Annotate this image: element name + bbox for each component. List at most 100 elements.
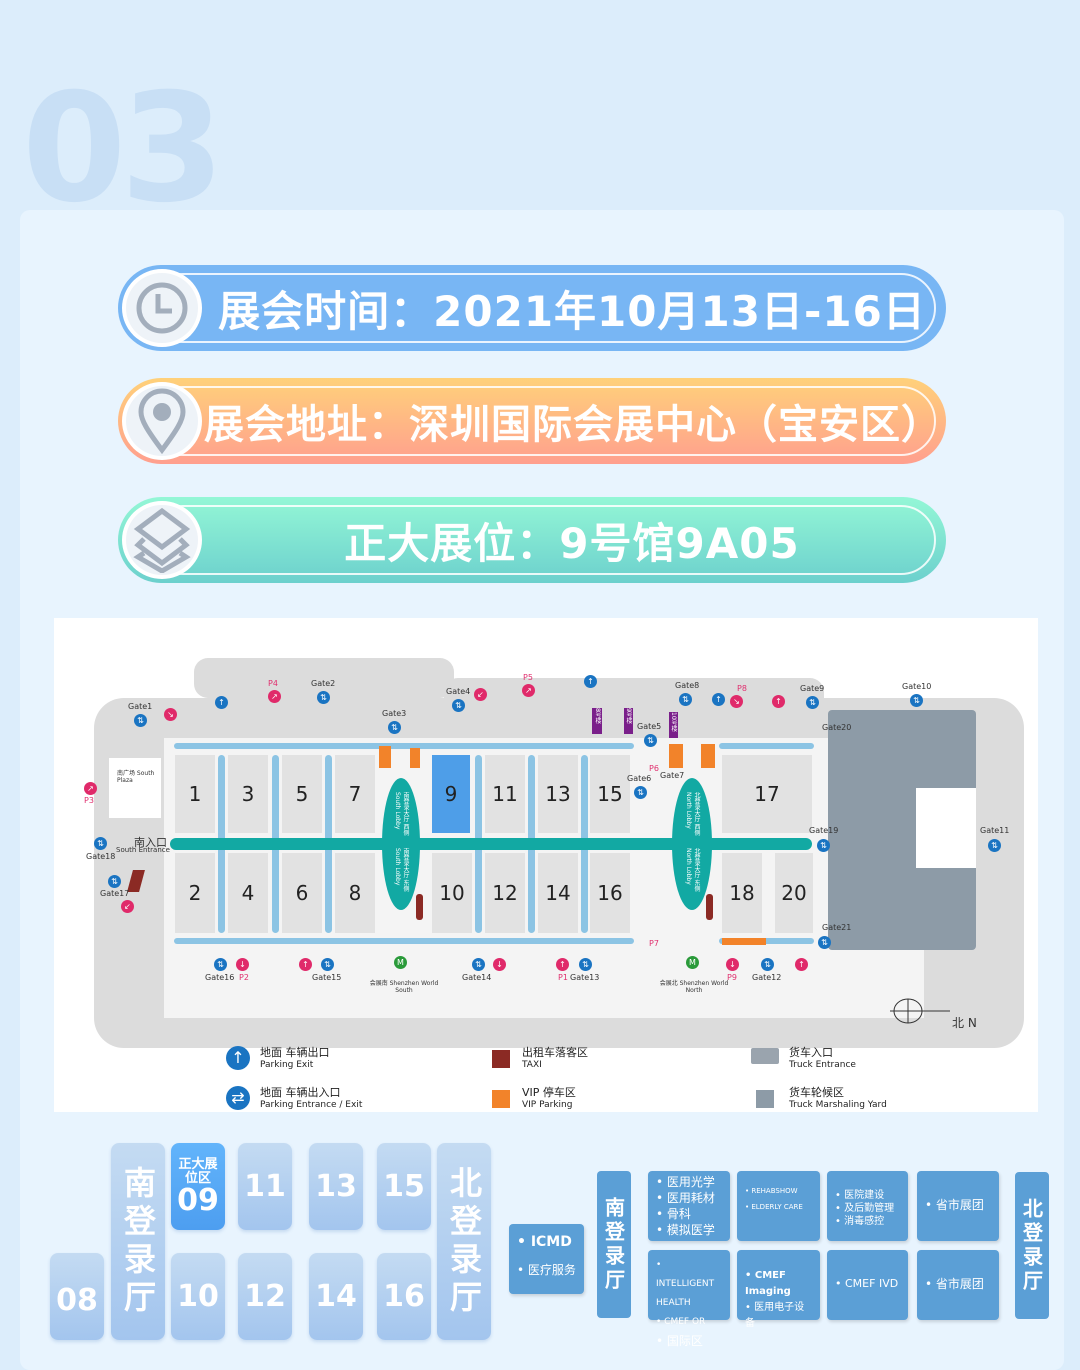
south-lobby-west-label: 南登录大厅 西侧 South Lobby	[394, 792, 409, 836]
hall-tile-14[interactable]: 14	[309, 1253, 363, 1340]
hall-number: 09	[177, 1182, 219, 1218]
hall-5[interactable]: 5	[282, 755, 322, 833]
hall-14[interactable]: 14	[538, 853, 578, 933]
hall-11[interactable]: 11	[485, 755, 525, 833]
parking-entrance-exit-icon: ⇅	[679, 693, 692, 706]
exhibition-time-banner: 展会时间：2021年10月13日-16日	[118, 265, 946, 351]
hall-1[interactable]: 1	[175, 755, 215, 833]
parking-entrance-exit-icon: ⇅	[817, 839, 830, 852]
parking-entrance-exit-icon: ⇅	[818, 936, 831, 949]
hall-17[interactable]: 17	[722, 755, 812, 833]
exhibition-address-banner: 展会地址：深圳国际会展中心（宝安区）	[118, 378, 946, 464]
north-lobby-tile[interactable]: 北登录厅	[437, 1143, 491, 1340]
parking-p-icon: ↓	[236, 958, 249, 971]
hall-12[interactable]: 12	[485, 853, 525, 933]
zone-provincial-2[interactable]: 省市展团	[917, 1250, 999, 1320]
hall-tile-08[interactable]: 08	[50, 1253, 104, 1340]
gate-label: Gate17	[100, 889, 130, 898]
hall-16[interactable]: 16	[590, 853, 630, 933]
south-entrance-cn: 南入口	[134, 836, 167, 849]
hall-3[interactable]: 3	[228, 755, 268, 833]
zone-south-lobby[interactable]: 南登录厅	[597, 1171, 631, 1318]
parking-entrance-exit-icon: ⇅	[317, 691, 330, 704]
hall-tile-15[interactable]: 15	[377, 1143, 431, 1230]
main-corridor	[170, 838, 812, 850]
hall-15[interactable]: 15	[590, 755, 630, 833]
parking-exit-icon: ↑	[712, 693, 725, 706]
zone-provincial-1[interactable]: 省市展团	[917, 1171, 999, 1241]
hall-8[interactable]: 8	[335, 853, 375, 933]
parking-label: P9	[727, 973, 737, 982]
gate-label: Gate16	[205, 973, 235, 982]
parking-p-icon: ↘	[730, 695, 743, 708]
metro-icon: M	[394, 956, 407, 969]
parking-p-icon: ↑	[772, 695, 785, 708]
gate-label: Gate20	[822, 723, 852, 732]
metro-south: 会展南 Shenzhen World South	[369, 980, 439, 994]
zone-1[interactable]: 医用光学医用耗材骨科模拟医学	[648, 1171, 730, 1241]
gate-label: Gate4	[446, 687, 471, 696]
zone-north-lobby[interactable]: 北登录厅	[1015, 1172, 1049, 1319]
hall-tile-11[interactable]: 11	[238, 1143, 292, 1230]
gate-label: Gate21	[822, 923, 852, 932]
zone-cmef-ivd[interactable]: CMEF IVD	[827, 1250, 908, 1320]
gate-label: Gate11	[980, 826, 1010, 835]
hall-tile-12[interactable]: 12	[238, 1253, 292, 1340]
south-lobby-east-label: 南登录大厅 东侧 South Lobby	[394, 848, 409, 892]
parking-entrance-exit-icon: ⇅	[321, 958, 334, 971]
metro-icon: M	[686, 956, 699, 969]
north-lobby-west-label: 北登录大厅 西侧 North Lobby	[685, 792, 700, 836]
south-lobby-tile[interactable]: 南登录厅	[111, 1143, 165, 1340]
parking-p-icon: ↑	[556, 958, 569, 971]
parking-p-icon: ↑	[795, 958, 808, 971]
gate-label: Gate14	[462, 973, 492, 982]
booth-banner: 正大展位：9号馆9A05	[118, 497, 946, 583]
hall-10[interactable]: 10	[432, 853, 472, 933]
compass-icon	[890, 996, 950, 1026]
truck-icon	[751, 1048, 779, 1064]
zone-icmd[interactable]: ICMD医疗服务	[509, 1224, 584, 1294]
gate-label: Gate10	[902, 682, 932, 691]
parking-p-icon: ↘	[164, 708, 177, 721]
building-10: 10号楼	[669, 712, 678, 738]
taxi-swatch	[492, 1050, 510, 1068]
parking-p-icon: ↓	[726, 958, 739, 971]
gate-label: Gate8	[675, 681, 700, 690]
parking-p-icon: ↑	[299, 958, 312, 971]
parking-label: P1	[558, 973, 568, 982]
north-lobby[interactable]: 北登录大厅 西侧 North Lobby 北登录大厅 东侧 North Lobb…	[672, 778, 712, 910]
zone-cmef-imaging[interactable]: CMEF Imaging医用电子设备	[737, 1250, 820, 1329]
parking-entrance-exit-icon: ⇅	[761, 958, 774, 971]
hall-tile-16[interactable]: 16	[377, 1253, 431, 1340]
hall-13[interactable]: 13	[538, 755, 578, 833]
gate-label: Gate6	[627, 774, 652, 783]
hall-18[interactable]: 18	[722, 853, 762, 933]
hall-2[interactable]: 2	[175, 853, 215, 933]
compass-north: 北 N	[952, 1016, 977, 1030]
exhibition-address: 展会地址：深圳国际会展中心（宝安区）	[204, 402, 942, 448]
south-lobby[interactable]: 南登录大厅 西侧 South Lobby 南登录大厅 东侧 South Lobb…	[382, 778, 420, 910]
location-pin-icon	[122, 382, 202, 460]
hall-7[interactable]: 7	[335, 755, 375, 833]
parking-entrance-exit-icon: ⇅	[388, 721, 401, 734]
parking-exit-icon: ↑	[584, 675, 597, 688]
zone-rehabshow[interactable]: REHABSHOWELDERLY CARE	[737, 1171, 820, 1241]
gate-label: Gate18	[86, 852, 116, 861]
hall-tile-13[interactable]: 13	[309, 1143, 363, 1230]
metro-north: 会展北 Shenzhen World North	[659, 980, 729, 994]
parking-p-icon: ↗	[522, 684, 535, 697]
hall-20[interactable]: 20	[775, 853, 813, 933]
zone-hospital-construction[interactable]: 医院建设及后勤管理消毒感控	[827, 1171, 908, 1241]
hall-6[interactable]: 6	[282, 853, 322, 933]
hall-tile-10[interactable]: 10	[171, 1253, 225, 1340]
south-entrance-en: South Entrance	[116, 846, 170, 854]
zone-international[interactable]: INTELLIGENT HEALTHCMEF OR国际区	[648, 1250, 730, 1348]
hall-4[interactable]: 4	[228, 853, 268, 933]
parking-label: P6	[649, 764, 659, 773]
hall-9-highlighted[interactable]: 9	[432, 755, 470, 833]
